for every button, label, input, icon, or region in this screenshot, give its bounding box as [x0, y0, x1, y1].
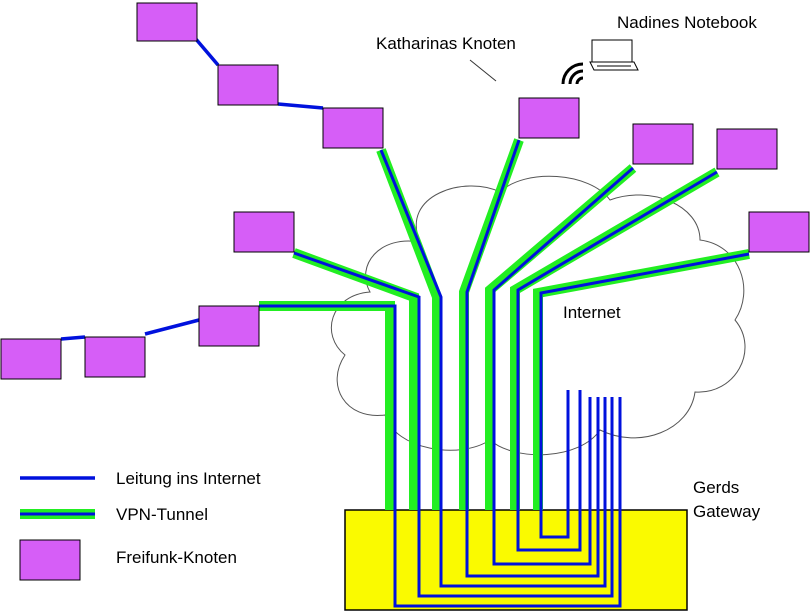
- freifunk-node: [322, 107, 384, 149]
- freifunk-node: [198, 305, 260, 347]
- legend: Leitung ins Internet VPN-Tunnel Freifunk…: [19, 469, 261, 581]
- laptop-icon: [589, 39, 639, 71]
- freifunk-node: [217, 64, 279, 106]
- legend-node-label: Freifunk-Knoten: [116, 548, 237, 567]
- node-chain-top: [193, 36, 324, 110]
- node-chain-left: [60, 318, 200, 341]
- legend-node-swatch: [19, 539, 81, 581]
- label-katharinas-knoten: Katharinas Knoten: [376, 34, 516, 53]
- callout-line: [469, 59, 497, 82]
- legend-vpn-label: VPN-Tunnel: [116, 505, 208, 524]
- label-nadines-notebook: Nadines Notebook: [617, 13, 757, 32]
- label-internet: Internet: [563, 303, 621, 322]
- freifunk-node: [748, 211, 810, 253]
- wifi-icon: [561, 62, 584, 85]
- freifunk-node: [233, 211, 295, 253]
- gateway-box: [344, 509, 688, 611]
- freifunk-node: [0, 338, 62, 380]
- freifunk-node: [84, 336, 146, 378]
- freifunk-node: [716, 128, 778, 170]
- label-gateway-line2: Gateway: [693, 502, 761, 521]
- freifunk-node: [518, 97, 580, 139]
- label-gateway-line1: Gerds: [693, 478, 739, 497]
- legend-line-label: Leitung ins Internet: [116, 469, 261, 488]
- freifunk-node: [632, 123, 694, 165]
- internet-lines: [259, 139, 750, 608]
- freifunk-node: [136, 2, 198, 42]
